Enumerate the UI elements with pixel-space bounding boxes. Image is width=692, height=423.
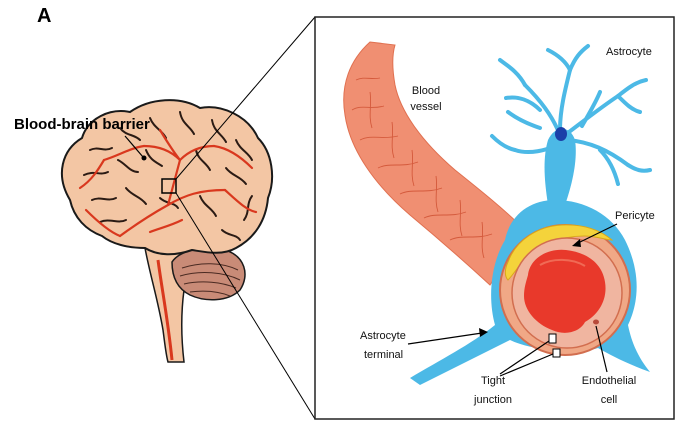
label-blood-vessel-line1: Blood xyxy=(412,85,440,97)
astrocyte-nucleus xyxy=(555,127,567,141)
tight-junction-box-upper xyxy=(549,334,556,343)
label-astrocyte-terminal-line1: Astrocyte xyxy=(360,330,406,342)
brain-title-pointer-dot xyxy=(142,156,147,161)
label-endothelial-line1: Endothelial xyxy=(582,375,636,387)
label-pericyte: Pericyte xyxy=(615,210,655,222)
zoom-panel: Astrocyte Blood vessel Pericyte Astrocyt… xyxy=(315,17,674,419)
label-astrocyte-terminal-line2: terminal xyxy=(364,349,403,361)
label-endothelial-line2: cell xyxy=(601,394,618,406)
label-blood-vessel-line2: vessel xyxy=(410,101,441,113)
endothelial-nucleus xyxy=(593,320,599,325)
tight-junction-box-lower xyxy=(553,349,560,357)
label-astrocyte: Astrocyte xyxy=(606,46,652,58)
brain-illustration xyxy=(62,100,272,362)
label-tight-junction-line1: Tight xyxy=(481,375,505,387)
label-tight-junction-line2: junction xyxy=(473,394,512,406)
panel-letter: A xyxy=(37,5,51,27)
brain-title: Blood-brain barrier xyxy=(14,116,150,133)
